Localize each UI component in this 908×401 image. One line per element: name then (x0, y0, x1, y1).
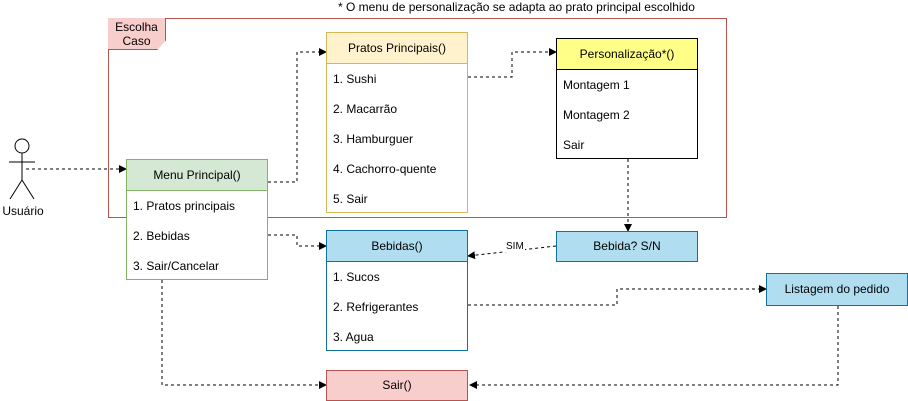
personalizacao-box: Personalização*() Montagem 1 Montagem 2 … (556, 38, 698, 159)
personalizacao-item-sair[interactable]: Sair (563, 138, 585, 152)
pratos-principais-box: Pratos Principais() 1. Sushi 2. Macarrão… (326, 32, 468, 213)
edge-sim-label: SIM (505, 241, 525, 252)
bebidas-box: Bebidas() 1. Sucos 2. Refrigerantes 3. A… (326, 230, 468, 351)
pratos-principais-title: Pratos Principais() (327, 33, 467, 64)
menu-principal-item-pratos[interactable]: 1. Pratos principais (133, 199, 236, 213)
personalizacao-title: Personalização*() (557, 39, 697, 70)
edge-pratos-to-personalizacao (468, 48, 557, 78)
personalizacao-item-montagem-2[interactable]: Montagem 2 (563, 108, 630, 122)
footnote: * O menu de personalização se adapta ao … (338, 0, 695, 14)
pratos-item-macarrao[interactable]: 2. Macarrão (333, 102, 398, 116)
menu-principal-item-sair[interactable]: 3. Sair/Cancelar (133, 259, 220, 273)
choice-frame (108, 18, 727, 218)
menu-principal-title: Menu Principal() (127, 160, 267, 191)
personalizacao-item-montagem-1[interactable]: Montagem 1 (563, 78, 630, 92)
pratos-item-cachorro-quente[interactable]: 4. Cachorro-quente (333, 162, 437, 176)
choice-frame-label-text: Escolha Caso (115, 20, 158, 48)
edge-bebidas-to-listagem (468, 285, 767, 306)
pratos-item-sair[interactable]: 5. Sair (333, 192, 368, 206)
edge-menu-to-sair (161, 280, 327, 389)
sair-box[interactable]: Sair() (326, 370, 468, 401)
pratos-item-sushi[interactable]: 1. Sushi (333, 72, 377, 86)
bebidas-item-agua[interactable]: 3. Agua (333, 330, 374, 344)
listagem-pedido-box[interactable]: Listagem do pedido (766, 273, 908, 306)
pratos-item-hamburguer[interactable]: 3. Hamburguer (333, 132, 414, 146)
bebida-question-box[interactable]: Bebida? S/N (556, 231, 698, 262)
bebidas-item-refrigerantes[interactable]: 2. Refrigerantes (333, 300, 419, 314)
menu-principal-box: Menu Principal() 1. Pratos principais 2.… (126, 159, 268, 280)
actor-label: Usuário (2, 204, 44, 218)
actor-icon (9, 138, 35, 200)
edge-listagem-to-sair (469, 306, 839, 389)
menu-principal-item-bebidas[interactable]: 2. Bebidas (133, 229, 190, 243)
choice-frame-label: Escolha Caso (108, 18, 166, 50)
edge-menu-to-bebidas (268, 234, 327, 250)
bebidas-item-sucos[interactable]: 1. Sucos (333, 270, 380, 284)
edge-menu-to-pratos (268, 48, 327, 183)
bebidas-title: Bebidas() (327, 231, 467, 262)
